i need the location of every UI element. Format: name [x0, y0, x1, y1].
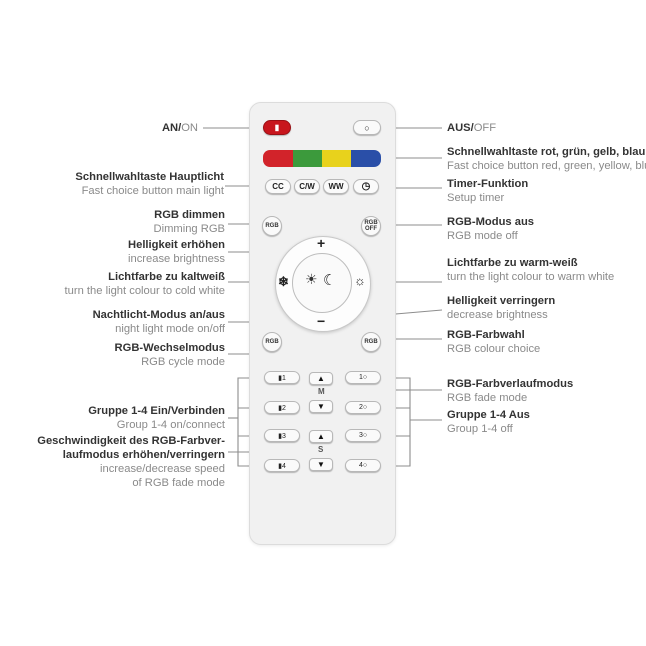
group-2-on-button[interactable]: ▮2 [264, 401, 300, 414]
group-label: ▮1 [278, 374, 286, 382]
group-label: ▮3 [278, 432, 286, 440]
rgb-off-button[interactable]: RGB OFF [361, 216, 381, 236]
group-label: 2○ [358, 404, 368, 411]
label-rgb-cycle: RGB-Wechselmodus RGB cycle mode [114, 342, 225, 368]
fade-down-button[interactable]: ▼ [309, 400, 333, 413]
label-color-quick: Schnellwahltaste rot, grün, gelb, blau F… [447, 146, 646, 172]
snowflake-icon: ❄ [278, 274, 289, 289]
label-bright-up: Helligkeit erhöhen increase brightness [127, 239, 225, 265]
clock-icon: ◷ [361, 181, 371, 192]
m-marker: M [318, 387, 325, 396]
group-3-off-button[interactable]: 3○ [345, 429, 381, 442]
label-bright-down: Helligkeit verringern decrease brightnes… [447, 295, 556, 321]
ww-button[interactable]: WW [323, 179, 349, 194]
night-light-button[interactable]: ☀ ☾ [292, 253, 352, 313]
control-dial [275, 236, 371, 332]
rgb-off-label: RGB OFF [364, 220, 378, 232]
group-3-on-button[interactable]: ▮3 [264, 429, 300, 442]
power-off-button[interactable]: ○ [353, 120, 381, 135]
timer-button[interactable]: ◷ [353, 179, 379, 194]
label-rgb-color: RGB-Farbwahl RGB colour choice [447, 329, 541, 355]
speed-down-button[interactable]: ▼ [309, 458, 333, 471]
cold-white-button[interactable]: ❄ [278, 274, 289, 290]
label-on: AN/ON [161, 122, 198, 134]
label-off: AUS/OFF [447, 122, 497, 134]
moon-icon: ☾ [323, 272, 337, 289]
label-main-quick: Schnellwahltaste Hauptlicht Fast choice … [75, 171, 224, 197]
minus-label: − [317, 313, 326, 329]
label-group-on: Gruppe 1-4 Ein/Verbinden Group 1-4 on/co… [88, 405, 225, 431]
cw-button[interactable]: C/W [294, 179, 320, 194]
group-4-on-button[interactable]: ▮4 [264, 459, 300, 472]
rgb-dim-label: RGB [265, 223, 279, 229]
label-speed: Geschwindigkeit des RGB-Farbver- laufmod… [37, 435, 225, 489]
rgb-cycle-label: RGB [265, 339, 279, 345]
yellow-button[interactable] [322, 150, 351, 167]
group-label: ▮4 [278, 462, 286, 470]
group-1-on-button[interactable]: ▮1 [264, 371, 300, 384]
label-group-off: Gruppe 1-4 Aus Group 1-4 off [447, 409, 530, 435]
label-timer: Timer-Funktion Setup timer [447, 178, 529, 204]
group-4-off-button[interactable]: 4○ [345, 459, 381, 472]
plus-label: + [317, 235, 326, 251]
cc-button[interactable]: CC [265, 179, 291, 194]
bulb-icon: ☀ [305, 271, 318, 287]
up-arrow-icon: ▲ [317, 374, 325, 383]
s-marker: S [318, 445, 323, 454]
group-1-off-button[interactable]: 1○ [345, 371, 381, 384]
brightness-up-button[interactable]: + [317, 235, 325, 251]
power-on-button[interactable]: ▮ [263, 120, 291, 135]
label-cold: Lichtfarbe zu kaltweiß turn the light co… [64, 271, 225, 297]
cc-label: CC [272, 182, 284, 191]
label-night: Nachtlicht-Modus an/aus night light mode… [92, 309, 225, 335]
label-warm: Lichtfarbe zu warm-weiß turn the light c… [447, 257, 615, 283]
group-label: 1○ [358, 374, 368, 381]
group-label: 4○ [358, 462, 368, 469]
rgb-color-button[interactable]: RGB [361, 332, 381, 352]
label-rgb-fade: RGB-Farbverlaufmodus RGB fade mode [447, 378, 574, 404]
brightness-down-button[interactable]: − [317, 313, 325, 329]
cw-label: C/W [299, 182, 315, 191]
power-icon: ○ [364, 122, 370, 133]
rgb-cycle-button[interactable]: RGB [262, 332, 282, 352]
warm-white-button[interactable]: ☼ [354, 273, 366, 288]
label-rgb-off: RGB-Modus aus RGB mode off [447, 216, 535, 242]
label-rgb-dim: RGB dimmen Dimming RGB [153, 209, 225, 235]
rgb-color-label: RGB [364, 339, 378, 345]
up-arrow-icon: ▲ [317, 432, 325, 441]
speed-up-button[interactable]: ▲ [309, 430, 333, 443]
fade-up-button[interactable]: ▲ [309, 372, 333, 385]
blue-button[interactable] [351, 150, 381, 167]
down-arrow-icon: ▼ [317, 460, 325, 469]
group-label: ▮2 [278, 404, 286, 412]
sun-icon: ☼ [354, 273, 366, 288]
group-label: 3○ [358, 432, 368, 439]
red-button[interactable] [263, 150, 293, 167]
green-button[interactable] [293, 150, 322, 167]
group-2-off-button[interactable]: 2○ [345, 401, 381, 414]
ww-label: WW [328, 182, 344, 191]
power-icon: ▮ [274, 123, 280, 132]
rgb-dim-button[interactable]: RGB [262, 216, 282, 236]
down-arrow-icon: ▼ [317, 402, 325, 411]
s-label: S [318, 445, 324, 454]
m-label: M [318, 387, 325, 396]
